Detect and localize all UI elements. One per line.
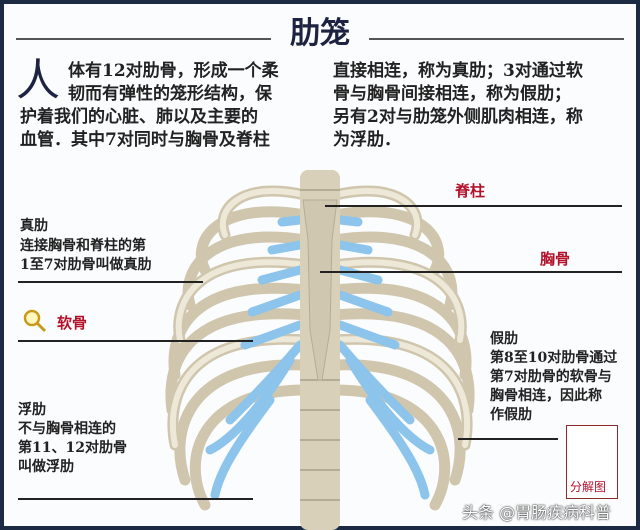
leader-sternum	[320, 271, 622, 273]
sternum	[302, 199, 338, 381]
intro-left-1: 体有12对肋骨，形成一个柔	[68, 61, 279, 81]
leader-cartilage	[18, 340, 253, 342]
false-ribs-desc-2: 第7对肋骨的软骨与	[490, 369, 612, 385]
drop-cap: 人	[16, 55, 60, 106]
leader-true-ribs	[18, 281, 203, 283]
logo-thumbnail	[566, 425, 618, 499]
leader-floating-ribs	[18, 498, 253, 500]
label-false-ribs: 假肋	[490, 331, 518, 347]
costal-cartilage	[205, 215, 435, 500]
intro-left-3: 护着我们的心脏、肺以及主要的	[20, 107, 258, 127]
label-true-ribs: 真肋	[20, 218, 48, 234]
floating-ribs-desc-2: 第11、12对肋骨	[18, 440, 127, 456]
label-cartilage: 软骨	[57, 314, 88, 332]
floating-ribs-desc-1: 不与胸骨相连的	[18, 421, 116, 437]
intro-right-4: 为浮肋．	[333, 130, 401, 150]
intro-left-2: 韧而有弹性的笼形结构，保	[68, 84, 272, 104]
intro-left-4: 血管．其中7对同时与胸骨及脊柱	[20, 130, 270, 150]
title-rule-left	[16, 38, 271, 40]
intro-right-3: 另有2对与肋笼外侧肌肉相连，称	[333, 107, 583, 127]
false-ribs-desc-1: 第8至10对肋骨通过	[490, 350, 618, 366]
watermark: 头条 @胃肠疾病科普	[462, 503, 612, 522]
label-sternum: 胸骨	[540, 250, 571, 268]
leader-false-ribs	[458, 438, 558, 440]
false-ribs-desc-3: 胸骨相连，因此称	[490, 388, 602, 404]
true-ribs-desc-2: 1至7对肋骨叫做真肋	[20, 257, 152, 273]
page-title: 肋笼	[290, 16, 350, 51]
leader-spine	[325, 205, 622, 207]
title-rule-right	[369, 38, 624, 40]
label-spine: 脊柱	[455, 182, 486, 200]
intro-right-1: 直接相连，称为真肋；3对通过软	[333, 61, 583, 81]
false-ribs-desc-4: 作假肋	[490, 407, 532, 423]
logo-text: 分解图	[570, 480, 607, 494]
intro-right-2: 骨与胸骨间接相连，称为假肋；	[333, 84, 571, 104]
label-floating-ribs: 浮肋	[18, 402, 46, 418]
true-ribs-desc-1: 连接胸骨和脊柱的第	[20, 238, 146, 254]
floating-ribs-desc-3: 叫做浮肋	[18, 459, 74, 475]
magnifier-icon	[23, 309, 47, 333]
